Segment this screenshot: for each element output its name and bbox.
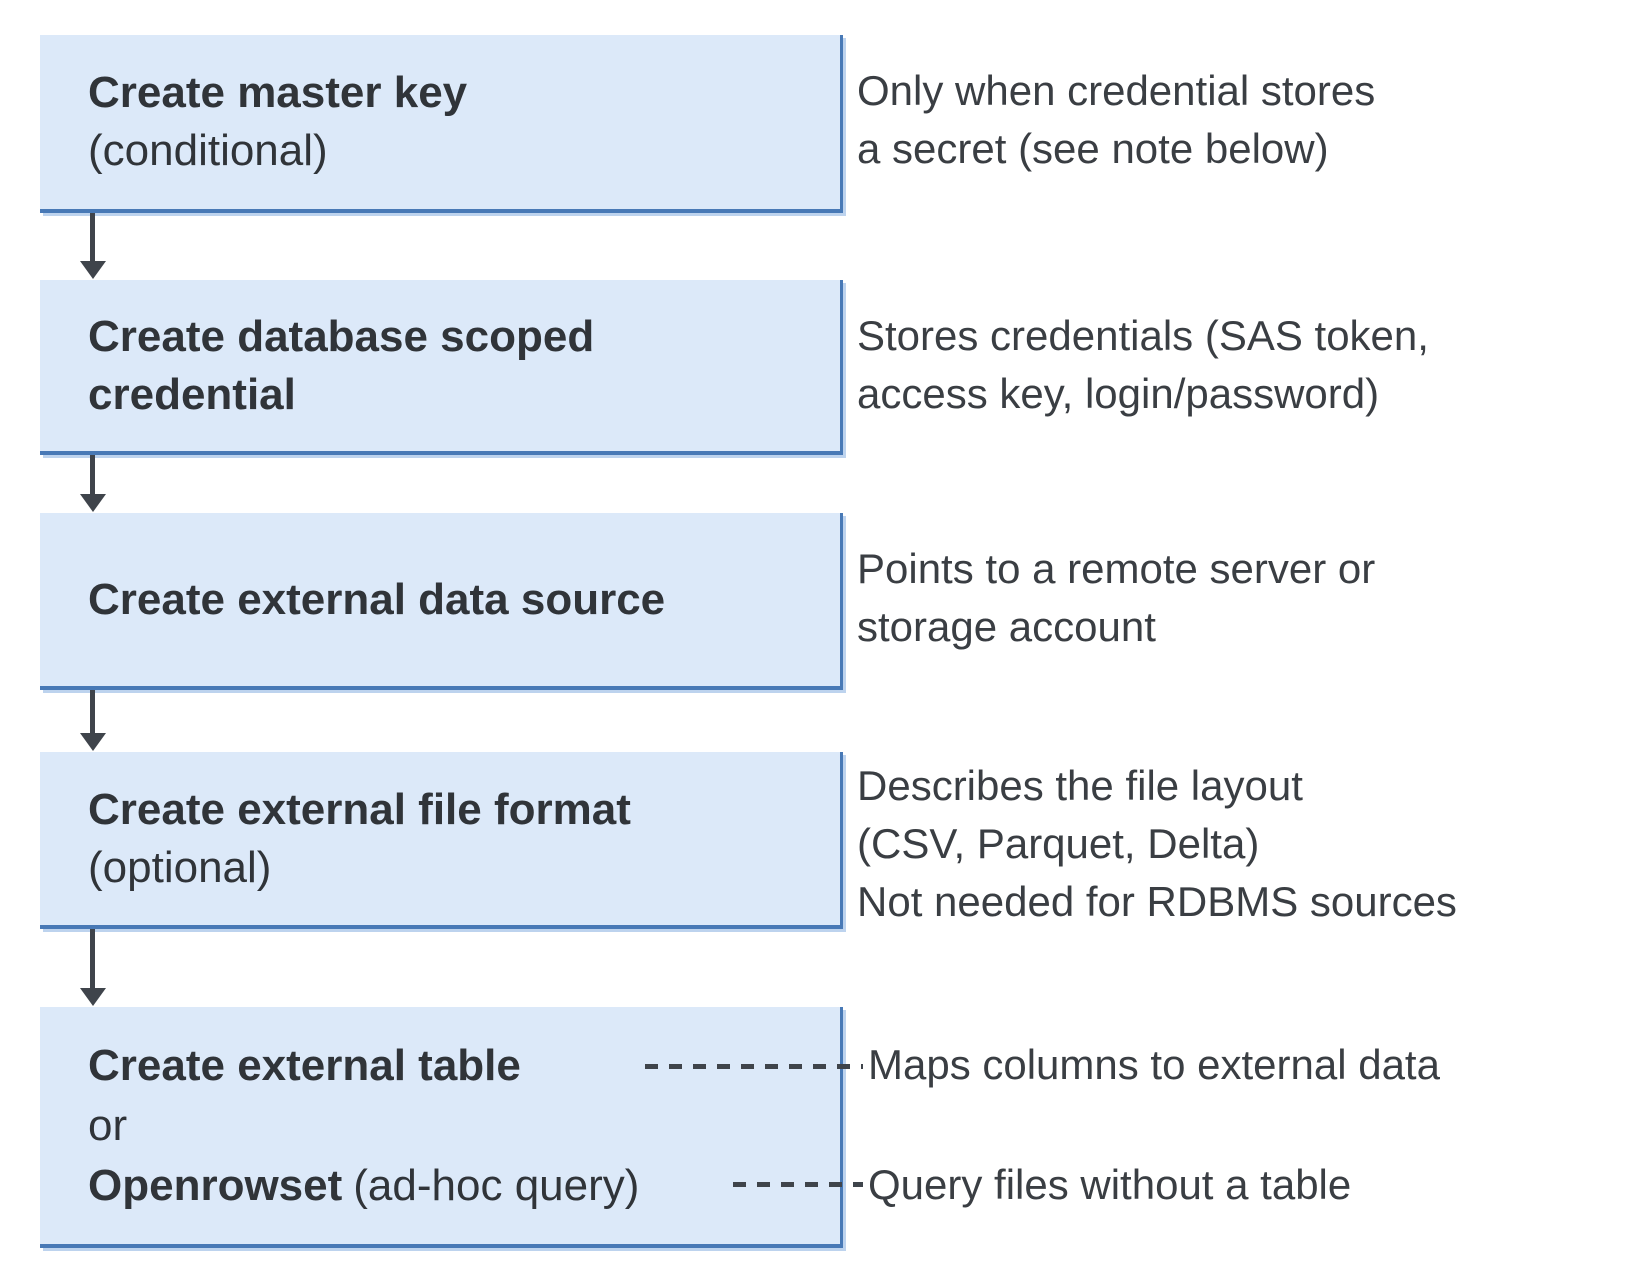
dashed-connector-icon [733,1182,863,1187]
note-file-format: Describes the file layout (CSV, Parquet,… [857,762,1457,925]
step-subtitle: (optional) [88,842,272,892]
arrow-shaft [90,455,95,498]
arrow-head [80,261,106,279]
arrow-head [80,494,106,512]
step-title: Create external file format [88,784,631,834]
step-box-scoped-credential: Create database scoped credential [40,280,843,455]
arrow-shaft [90,690,95,737]
alternative-title: Openrowset [88,1160,343,1210]
alternative-line: Openrowset(ad-hoc query) [88,1156,824,1216]
note-external-table: Maps columns to external data [868,1041,1440,1088]
flow-arrow-icon [80,690,106,751]
step-title: Create external table [88,1040,521,1090]
flow-arrow-icon [80,213,106,279]
step-box-master-key: Create master key (conditional) [40,35,843,213]
alternative-suffix: (ad-hoc query) [353,1160,640,1210]
note-master-key: Only when credential stores a secret (se… [857,67,1376,172]
step-box-data-source: Create external data source [40,513,843,690]
step-title: Create database scoped credential [88,311,595,419]
step-box-external-table: Create external table or Openrowset(ad-h… [40,1007,843,1248]
arrow-head [80,733,106,751]
step-title: Create external data source [88,574,666,624]
arrow-head [80,988,106,1006]
flow-arrow-icon [80,929,106,1006]
step-box-file-format: Create external file format (optional) [40,752,843,929]
arrow-shaft [90,929,95,992]
note-data-source: Points to a remote server or storage acc… [857,545,1376,650]
note-openrowset: Query files without a table [868,1161,1352,1208]
arrow-shaft [90,213,95,265]
dashed-connector-icon [645,1064,863,1069]
note-scoped-credential: Stores credentials (SAS token, access ke… [857,312,1429,417]
step-subtitle: (conditional) [88,126,328,175]
step-title: Create master key [88,68,468,117]
or-label: or [88,1100,128,1150]
flow-arrow-icon [80,455,106,512]
